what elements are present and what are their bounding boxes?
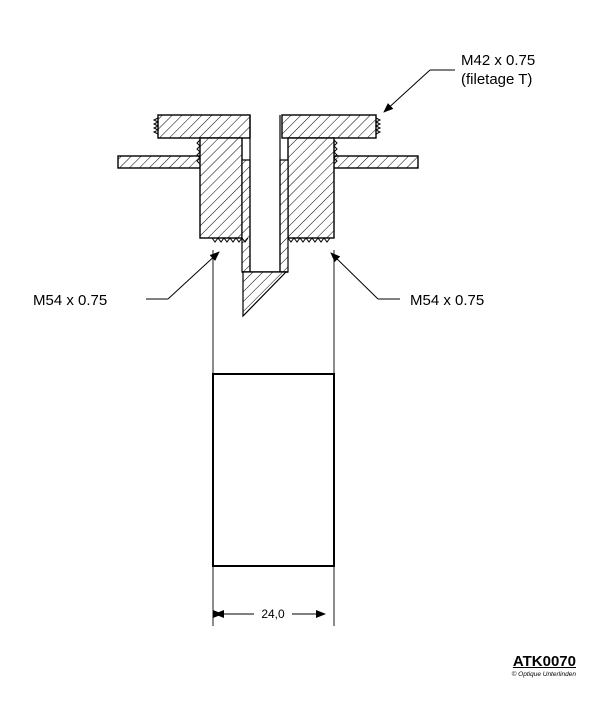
callout-left-leader [146, 251, 220, 300]
top-cap [152, 114, 382, 139]
outer-flange [117, 155, 419, 169]
callout-right-leader [330, 252, 400, 300]
callout-top-line2: (filetage T) [461, 71, 532, 88]
callout-top-line1: M42 x 0.75 [461, 52, 535, 69]
main-body [196, 115, 338, 273]
wedge-piece [242, 271, 288, 318]
callout-top-leader [383, 69, 455, 113]
copyright-notice: © Optique Unterlinden [511, 671, 576, 678]
callout-right-label: M54 x 0.75 [410, 292, 484, 309]
filter-element [212, 373, 335, 567]
title-block: ATK0070 © Optique Unterlinden [512, 653, 576, 678]
width-dimension-value: 24,0 [261, 607, 285, 621]
callout-left-label: M54 x 0.75 [33, 292, 107, 309]
drawing-reference: ATK0070 [512, 653, 576, 670]
width-dimension [213, 610, 326, 618]
